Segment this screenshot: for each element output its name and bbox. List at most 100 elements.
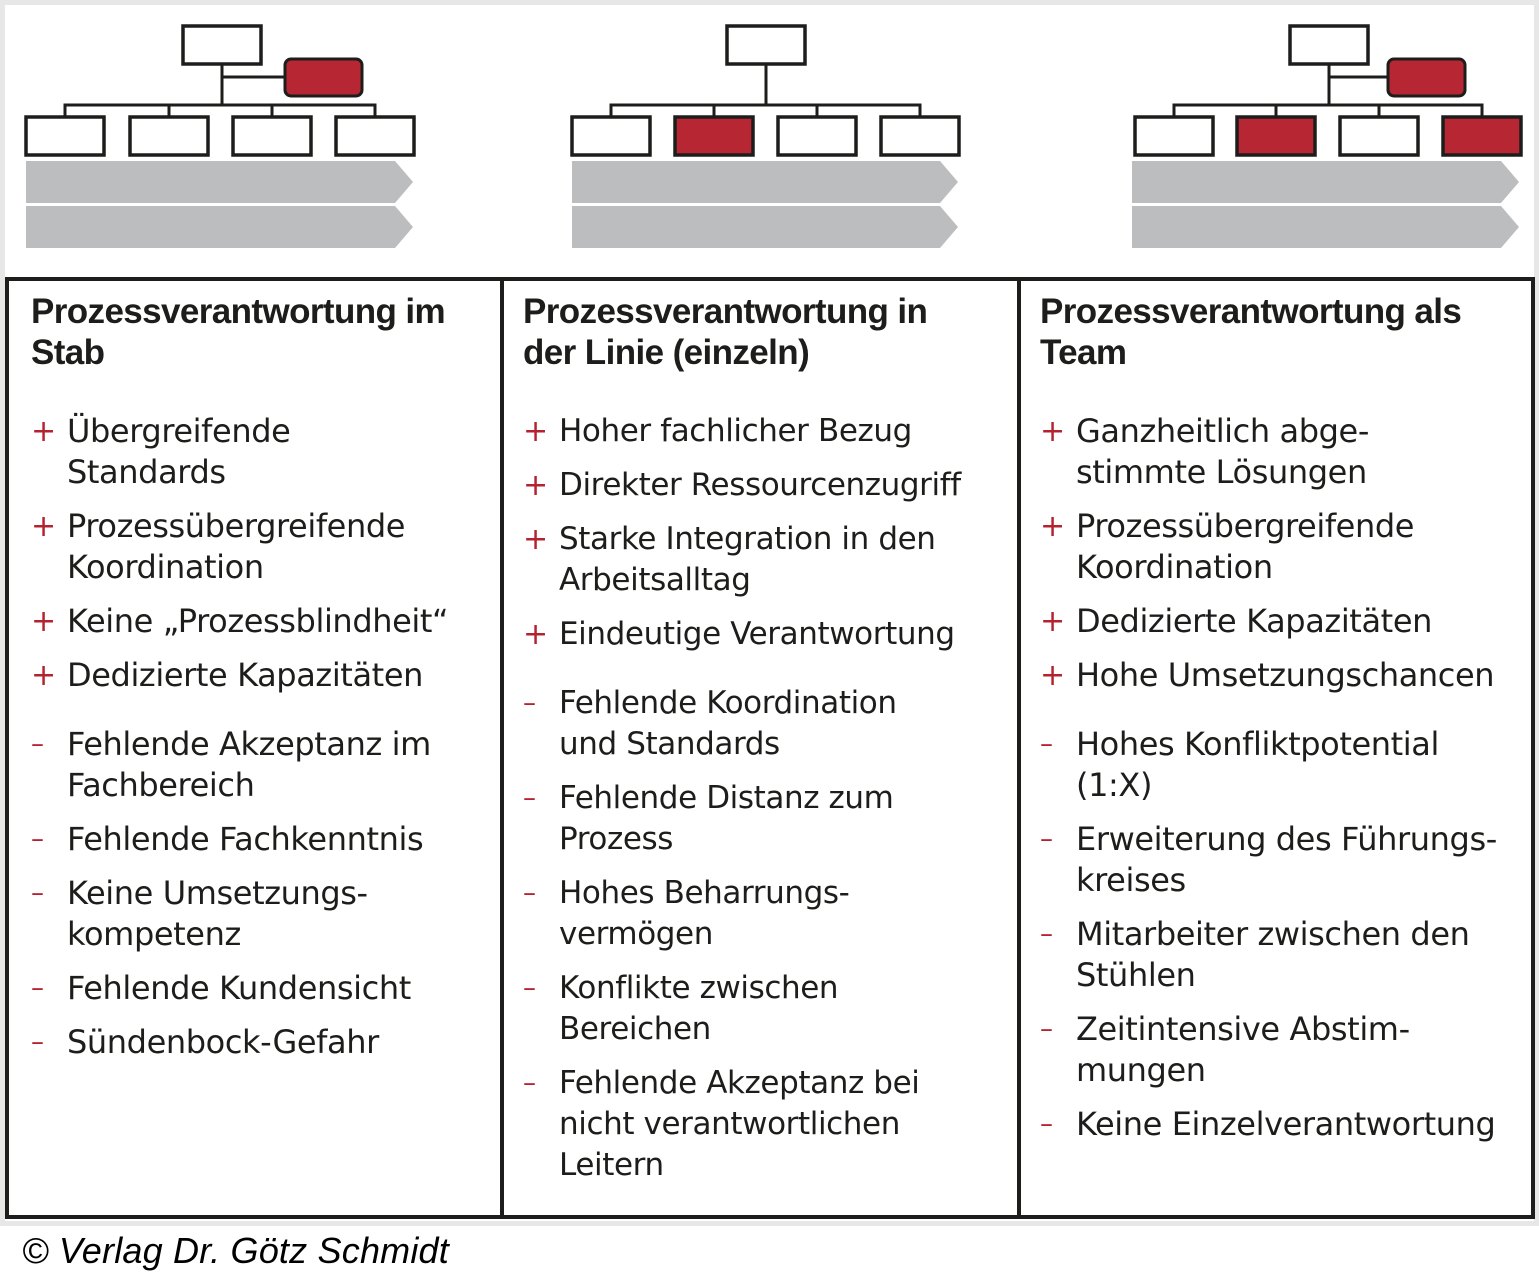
item-text-line: Fehlende Distanz zum [559,780,894,816]
minus-icon: – [523,973,536,1003]
column-title: Prozessverantwortung als Team [1040,291,1531,373]
item-text-line: Koordination [67,548,264,586]
minus-icon: – [1040,729,1053,759]
unit-box [1338,115,1420,157]
unit-box-highlighted [1235,115,1317,157]
item-text-line: Prozessübergreifende [1076,507,1415,545]
plus-icon: + [1040,658,1065,693]
plus-icon: + [1040,509,1065,544]
column-line: Prozessverantwortung in der Linie (einze… [500,281,1017,1215]
item-text-line: Sündenbock-Gefahr [67,1023,379,1061]
item-text-line: Keine „Prozessblindheit“ [67,602,449,640]
pro-item: +Dedizierte Kapazitäten [31,655,500,696]
minus-icon: – [1040,824,1053,854]
column-title-line: der Linie (einzeln) [523,333,810,372]
item-text-line: Standards [67,453,226,491]
con-item: –Sündenbock-Gefahr [31,1022,500,1063]
copyright-notice: © Verlag Dr. Götz Schmidt [22,1230,449,1271]
process-arrow [1132,161,1519,203]
item-text-line: nicht verantwortlichen [559,1106,900,1142]
unit-box [570,115,652,157]
minus-icon: – [31,824,44,854]
item-text-line: Hohe Umsetzungschancen [1076,656,1495,694]
column-title: Prozessverantwortung im Stab [31,291,500,373]
unit-box [776,115,858,157]
pro-item: +Direkter Ressourcenzugriff [523,465,1017,506]
minus-icon: – [1040,1014,1053,1044]
item-text-line: (1:X) [1076,766,1153,804]
process-arrow [1132,206,1519,248]
item-text-line: kompetenz [67,915,241,953]
item-text-line: Mitarbeiter zwischen den [1076,915,1470,953]
item-text-line: Keine Umsetzungs- [67,874,368,912]
minus-icon: – [523,688,536,718]
item-text-line: Erweiterung des Führungs- [1076,820,1497,858]
plus-icon: + [523,617,548,652]
pros-list: +Hoher fachlicher Bezug+Direkter Ressour… [523,411,1017,655]
unit-box-highlighted [673,115,755,157]
con-item: –Erweiterung des Führungs-kreises [1040,819,1531,901]
process-arrow [26,206,413,248]
item-text-line: Fachbereich [67,766,255,804]
con-item: –Zeitintensive Abstim-mungen [1040,1009,1531,1091]
item-text-line: mungen [1076,1051,1206,1089]
con-item: –Fehlende Kundensicht [31,968,500,1009]
plus-icon: + [31,509,56,544]
column-team: Prozessverantwortung als Team + Ganzheitl… [1017,281,1531,1215]
pro-item: +Dedizierte Kapazitäten [1040,601,1531,642]
item-text-line: Konflikte zwischen [559,970,839,1006]
unit-box-highlighted [1441,115,1523,157]
minus-icon: – [523,783,536,813]
process-arrow [572,161,958,203]
pro-item: +Hoher fachlicher Bezug [523,411,1017,452]
minus-icon: – [523,878,536,908]
item-text-line: Starke Integration in den [559,521,936,557]
pro-item: + Hohe Umsetzungschancen [1040,655,1531,696]
item-text-line: Fehlende Akzeptanz im [67,725,431,763]
plus-icon: + [31,604,56,639]
con-item: –Fehlende Fachkenntnis [31,819,500,860]
con-item: –Keine Umsetzungs-kompetenz [31,873,500,955]
plus-icon: + [523,522,548,557]
column-title-line: Prozessverantwortung in [523,292,928,331]
minus-icon: – [31,1027,44,1057]
item-text-line: Ganzheitlich abge- [1076,412,1369,450]
column-title: Prozessverantwortung in der Linie (einze… [523,291,1017,373]
comparison-table: Prozessverantwortung im Stab + Übergreife… [5,277,1535,1219]
column-staff: Prozessverantwortung im Stab + Übergreife… [9,281,500,1215]
item-text-line: Prozess [559,821,674,857]
item-text-line: Übergreifende [67,412,291,450]
item-text-line: Hohes Konfliktpotential [1076,725,1439,763]
plus-icon: + [31,414,56,449]
item-text-line: Hoher fachlicher Bezug [559,413,912,449]
cons-list: –Hohes Konfliktpotential(1:X)–Erweiterun… [1040,724,1531,1145]
column-title-line: Prozessverantwortung im [31,292,446,331]
item-text-line: Arbeitsalltag [559,562,751,598]
staff-unit-box [1386,57,1467,98]
item-text-line: Dedizierte Kapazitäten [67,656,423,694]
item-text-line: Bereichen [559,1011,711,1047]
unit-box [24,115,106,157]
unit-box [334,115,416,157]
unit-box [128,115,210,157]
pros-list: +Ganzheitlich abge-stimmte Lösungen+Proz… [1040,411,1531,696]
item-text-line: kreises [1076,861,1186,899]
item-text-line: Fehlende Koordination [559,685,897,721]
minus-icon: – [31,878,44,908]
item-text-line: Stühlen [1076,956,1196,994]
item-text-line: Fehlende Fachkenntnis [67,820,424,858]
item-text-line: Fehlende Kundensicht [67,969,411,1007]
pro-item: +Eindeutige Verantwortung [523,614,1017,655]
unit-box [879,115,961,157]
pro-item: + Keine „Prozessblindheit“ [31,601,500,642]
item-text-line: Prozessübergreifende [67,507,406,545]
item-text-line: Dedizierte Kapazitäten [1076,602,1432,640]
